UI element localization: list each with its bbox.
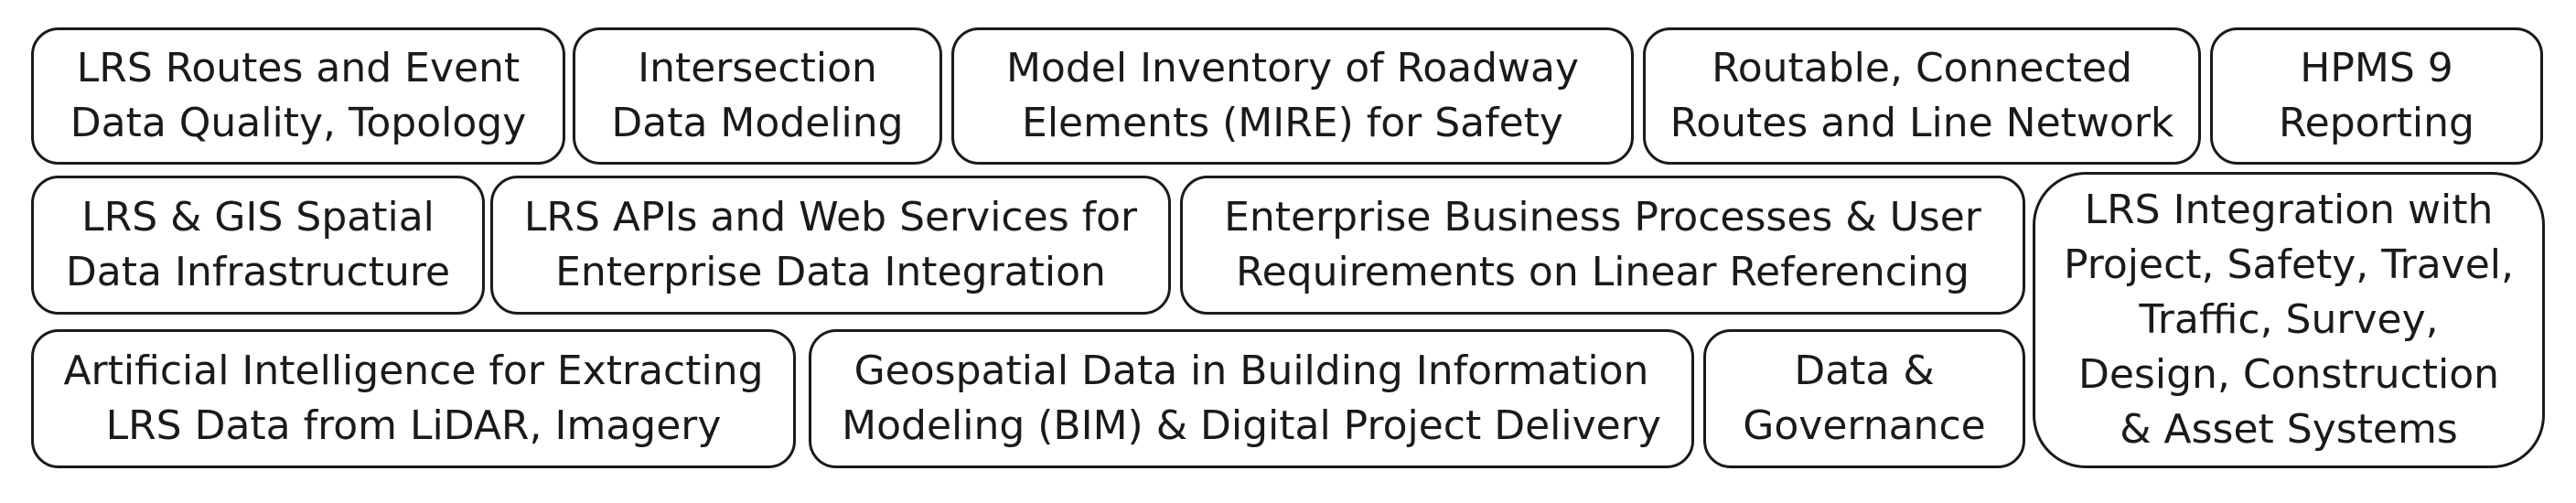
box-text-line: Data Infrastructure [65, 249, 451, 295]
box-text-line: Geospatial Data in Building Information [853, 348, 1649, 394]
box-text-line: Model Inventory of Roadway [1005, 45, 1580, 91]
box-text-line: Traffic, Survey, [2139, 296, 2439, 343]
box-text-line: LRS Data from LiDAR, Imagery [105, 402, 722, 449]
box-text-line: LRS APIs and Web Services for [523, 194, 1138, 241]
box-text-line: Enterprise Business Processes & User [1224, 194, 1981, 241]
box-lrs-routes-event-data-quality: LRS Routes and Event Data Quality, Topol… [31, 27, 565, 165]
box-text-line: Project, Safety, Travel, [2063, 241, 2514, 288]
box-text-line: LRS & GIS Spatial [81, 194, 435, 241]
box-text-line: Routable, Connected [1712, 45, 2132, 91]
box-lrs-integration-systems: LRS Integration with Project, Safety, Tr… [2033, 172, 2545, 468]
box-text-line: Data Quality, Topology [70, 100, 527, 146]
box-ai-extracting-lrs-data: Artificial Intelligence for Extracting L… [31, 329, 796, 468]
box-text-line: & Asset Systems [2120, 406, 2458, 453]
box-text-line: Governance [1743, 402, 1986, 449]
box-text-line: Intersection [638, 45, 877, 91]
box-data-governance: Data & Governance [1703, 329, 2025, 468]
box-text-line: Requirements on Linear Referencing [1236, 249, 1970, 295]
box-text-line: LRS Routes and Event [76, 45, 521, 91]
box-geospatial-bim-digital-delivery: Geospatial Data in Building Information … [809, 329, 1694, 468]
box-mire-for-safety: Model Inventory of Roadway Elements (MIR… [951, 27, 1634, 165]
box-text-line: Data Modeling [611, 100, 904, 146]
box-text-line: Elements (MIRE) for Safety [1022, 100, 1563, 146]
box-text-line: Artificial Intelligence for Extracting [63, 348, 764, 394]
box-intersection-data-modeling: Intersection Data Modeling [573, 27, 942, 165]
box-hpms9-reporting: HPMS 9 Reporting [2210, 27, 2543, 165]
box-enterprise-business-processes: Enterprise Business Processes & User Req… [1180, 176, 2025, 315]
box-lrs-apis-web-services: LRS APIs and Web Services for Enterprise… [490, 176, 1171, 315]
box-text-line: Modeling (BIM) & Digital Project Deliver… [842, 402, 1661, 449]
box-text-line: Data & [1794, 348, 1935, 394]
box-routable-connected-routes: Routable, Connected Routes and Line Netw… [1643, 27, 2201, 165]
box-text-line: Routes and Line Network [1669, 100, 2174, 146]
box-text-line: HPMS 9 [2300, 45, 2453, 91]
box-text-line: Reporting [2279, 100, 2474, 146]
box-text-line: Design, Construction [2077, 351, 2500, 398]
box-text-line: LRS Integration with [2084, 187, 2494, 233]
box-text-line: Enterprise Data Integration [555, 249, 1106, 295]
box-lrs-gis-spatial-data-infrastructure: LRS & GIS Spatial Data Infrastructure [31, 176, 485, 315]
